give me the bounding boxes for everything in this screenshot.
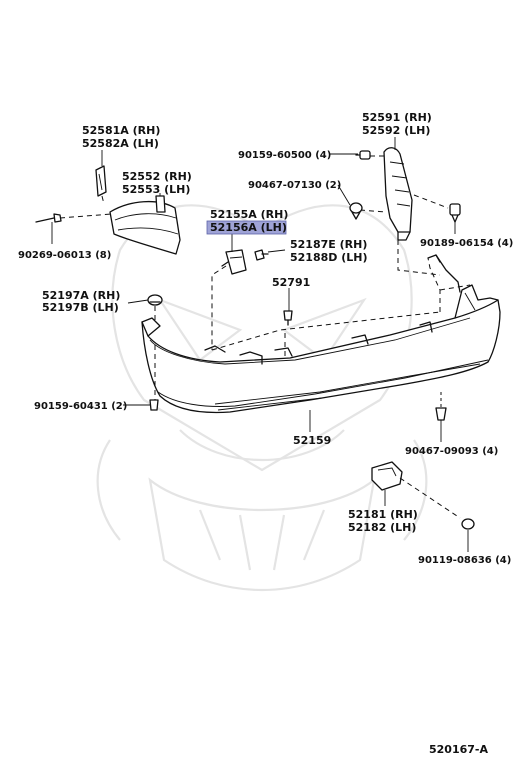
watermark-emblem (96, 204, 428, 591)
label-52581a: 52581A (RH) (82, 124, 160, 137)
nut-90467-07130 (349, 202, 363, 220)
clip-90467-09093 (435, 392, 447, 421)
bolt-90119 (461, 518, 475, 530)
label-52159: 52159 (293, 434, 331, 447)
clip-52187e (254, 249, 269, 261)
label-52156a: 52156A (LH) (210, 221, 287, 234)
figure-code: 520167-A (429, 743, 488, 756)
leader-lines (51, 137, 469, 552)
label-52181: 52181 (RH) (348, 508, 418, 521)
support-52155a (221, 249, 247, 275)
label-90189: 90189-06154 (4) (420, 238, 513, 249)
label-52791: 52791 (272, 276, 310, 289)
clip-90159-60500 (355, 150, 371, 160)
bracket-52181 (371, 461, 403, 491)
retainer-52197a (147, 294, 163, 306)
clip-90189-06154 (449, 203, 461, 223)
screw-90159-60431 (149, 399, 159, 411)
highlight-box (206, 220, 287, 235)
label-90159-60500: 90159-60500 (4) (238, 150, 331, 161)
label-52155a: 52155A (RH) (210, 208, 288, 221)
screw-90269 (35, 213, 62, 223)
bumper-cover-52159 (141, 284, 501, 414)
label-52553: 52553 (LH) (122, 183, 190, 196)
label-90269: 90269-06013 (8) (18, 250, 111, 261)
label-52552: 52552 (RH) (122, 170, 192, 183)
label-90119: 90119-08636 (4) (418, 555, 511, 566)
label-52197a: 52197A (RH) (42, 289, 120, 302)
reflector-52581a (95, 165, 107, 197)
label-52582a: 52582A (LH) (82, 137, 159, 150)
label-52188d: 52188D (LH) (290, 251, 368, 264)
label-52187e: 52187E (RH) (290, 238, 367, 251)
clip-52791 (283, 310, 293, 326)
label-52592: 52592 (LH) (362, 124, 430, 137)
extension-52552 (109, 195, 181, 255)
label-52197b: 52197B (LH) (42, 301, 119, 314)
label-90467-09093: 90467-09093 (4) (405, 446, 498, 457)
label-52591: 52591 (RH) (362, 111, 432, 124)
label-52182: 52182 (LH) (348, 521, 416, 534)
label-90159-60431: 90159-60431 (2) (34, 401, 127, 412)
retainer-52591 (383, 147, 413, 241)
label-90467-07130: 90467-07130 (2) (248, 180, 341, 191)
